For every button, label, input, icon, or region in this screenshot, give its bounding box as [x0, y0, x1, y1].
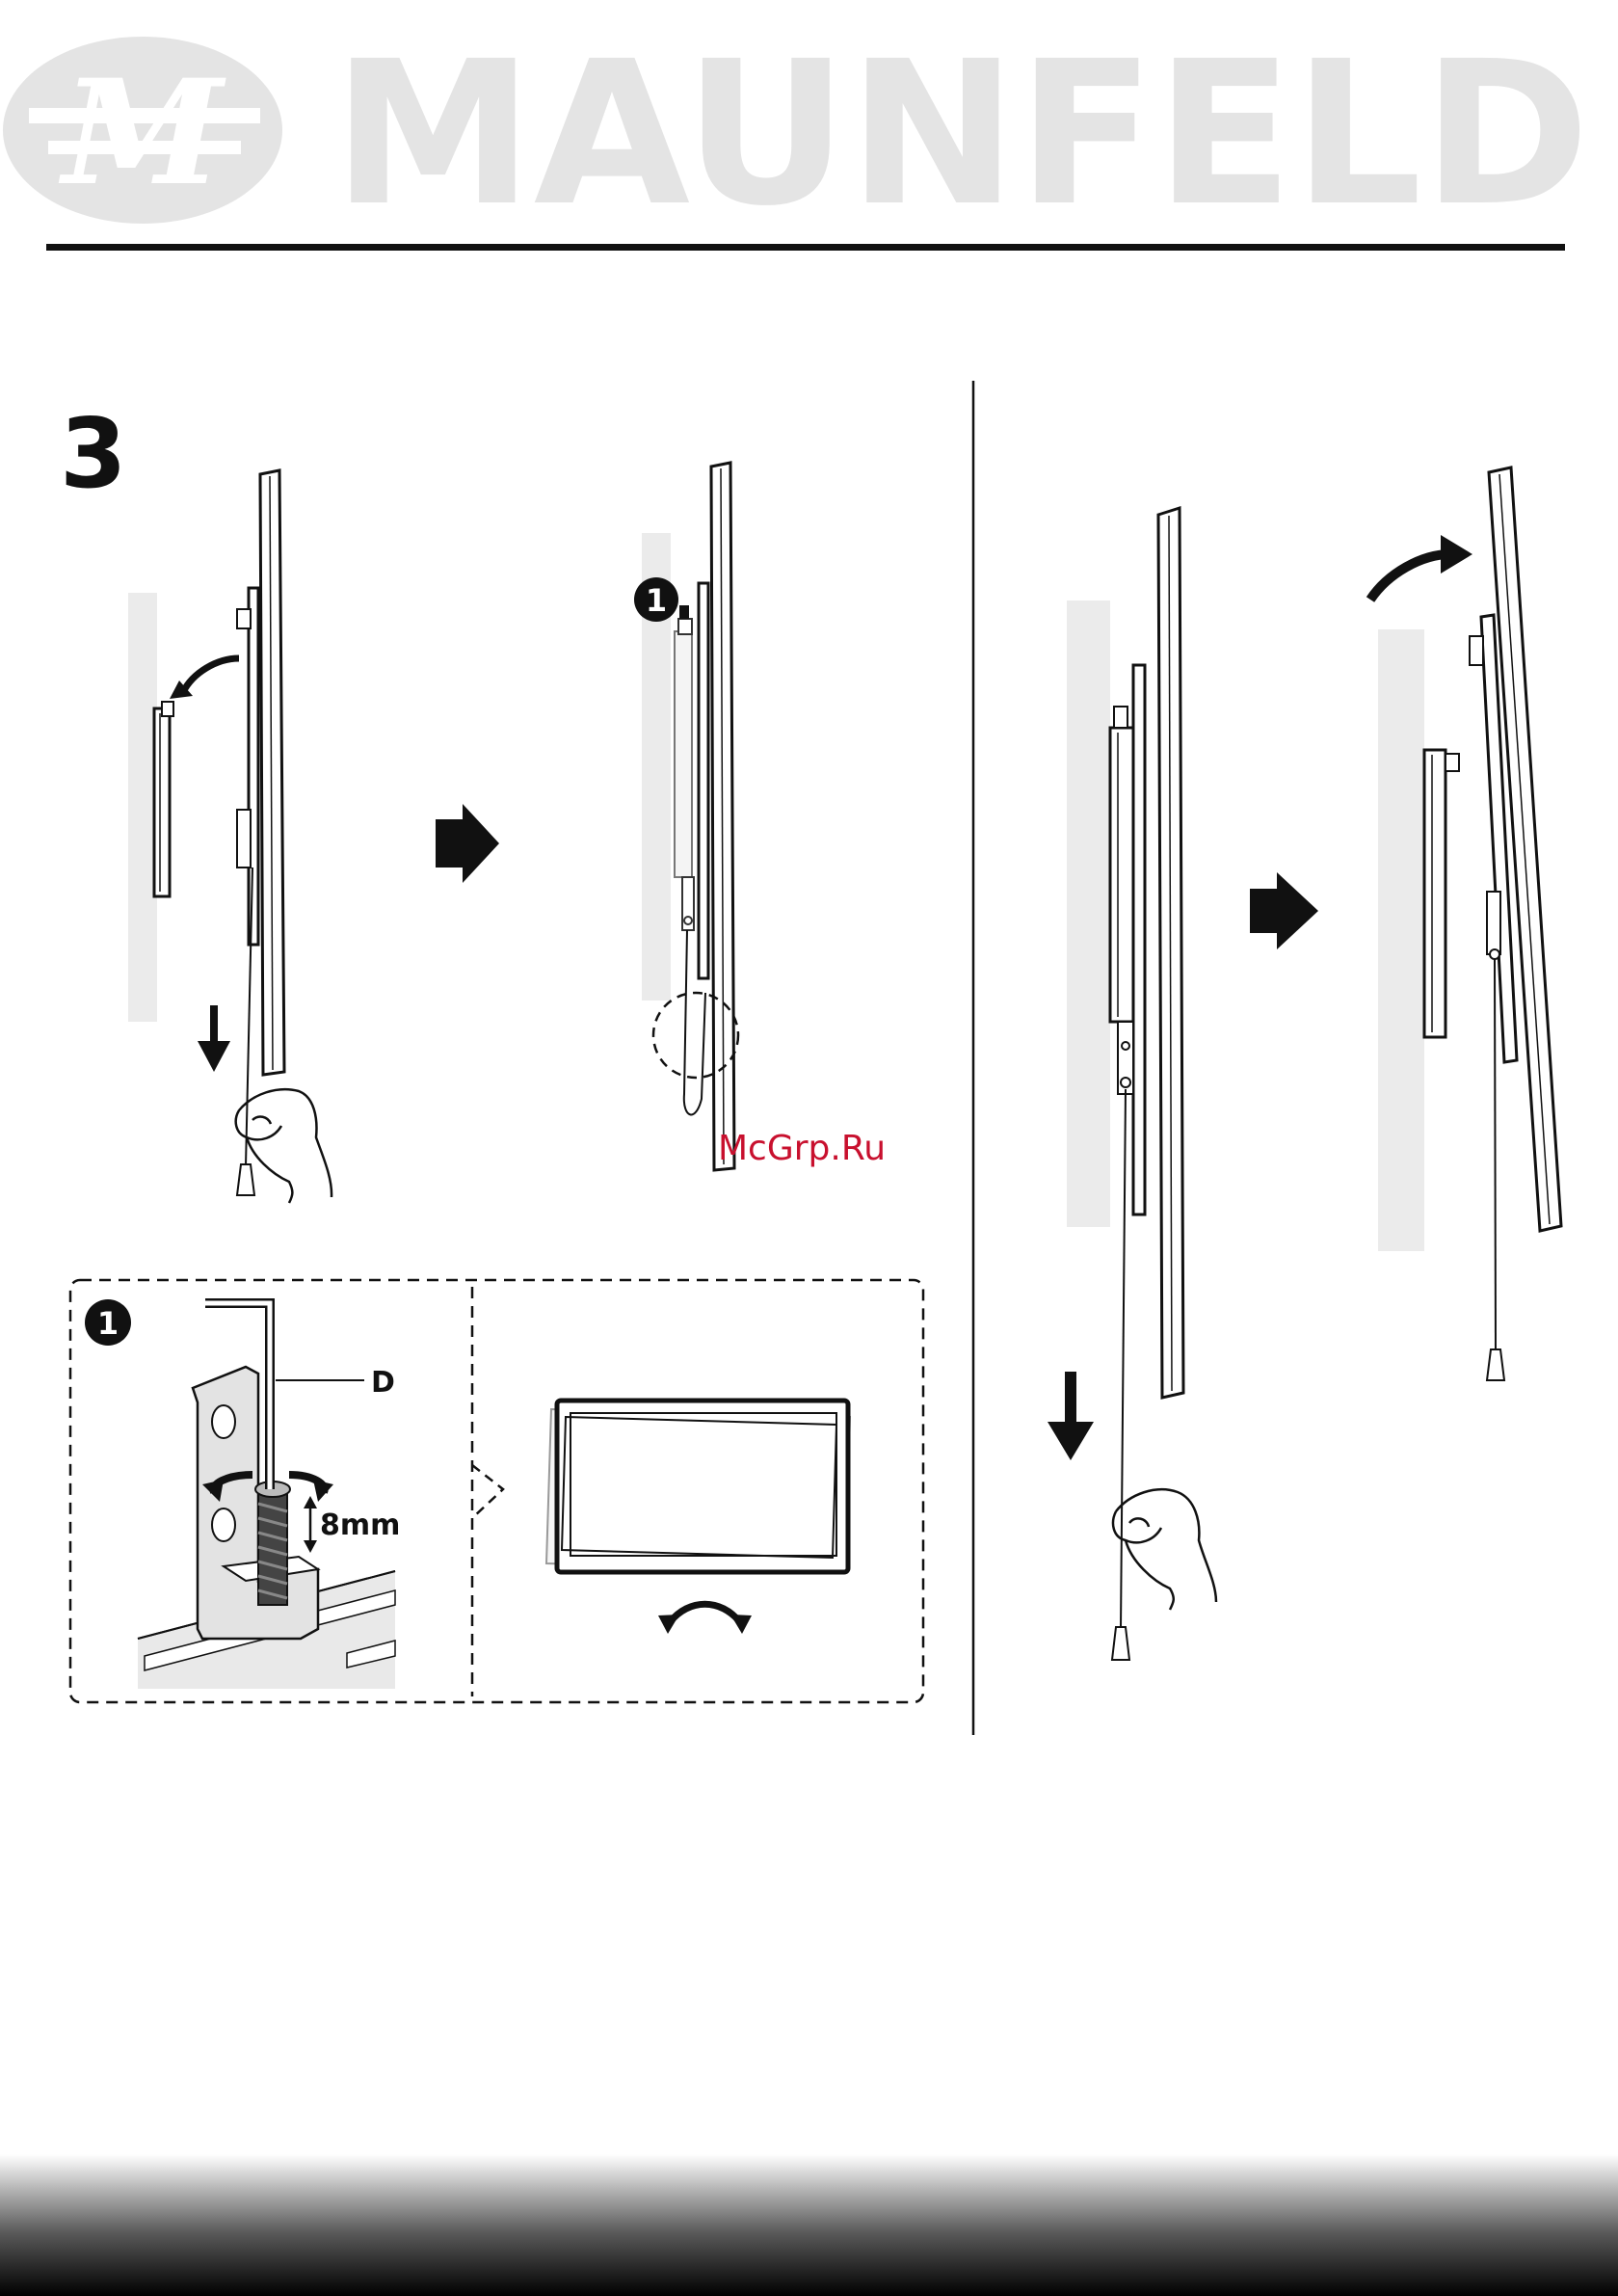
rotate-arrow-icon — [670, 1604, 740, 1622]
height-label: 8mm — [320, 1508, 400, 1542]
brand-name: MAUNFELD — [332, 18, 1590, 250]
brand-logo: M — [3, 37, 282, 224]
arrow-right-icon — [436, 804, 499, 883]
step-number: 3 — [60, 397, 127, 510]
watermark: McGrp.Ru — [718, 1129, 886, 1168]
wall-plate — [675, 631, 692, 877]
arrow-down-icon — [1048, 1372, 1094, 1460]
pull-cord — [1121, 1089, 1126, 1629]
callout-number: 1 — [646, 582, 667, 619]
wall-plate — [1110, 728, 1133, 1022]
wall-plate — [1424, 750, 1446, 1037]
wall — [1067, 601, 1110, 1227]
hand-icon — [1113, 1489, 1216, 1610]
part-label: D — [371, 1366, 395, 1400]
tv-level-illustration — [546, 1401, 850, 1572]
curved-arrow-icon — [183, 658, 239, 692]
curved-arrow-icon — [1370, 554, 1450, 600]
panel-pull-cord — [1048, 508, 1216, 1660]
panel-adjust-tilt: 1 — [634, 463, 738, 1170]
panel-detach-bracket — [128, 470, 332, 1203]
wall — [1378, 629, 1424, 1251]
detail-callout-number: 1 — [97, 1305, 119, 1342]
footer-band — [0, 2154, 1618, 2296]
pull-cord — [1495, 959, 1496, 1349]
header-rule — [46, 244, 1565, 251]
wall-plate — [154, 708, 170, 896]
logo-mark: M — [58, 48, 226, 218]
bracket-hook — [193, 1367, 318, 1639]
detail-box: 1 D — [70, 1280, 923, 1702]
arrow-right-icon — [1250, 872, 1318, 949]
arrow-down-icon — [198, 1005, 230, 1072]
panel-tv-tilted — [1370, 467, 1561, 1380]
